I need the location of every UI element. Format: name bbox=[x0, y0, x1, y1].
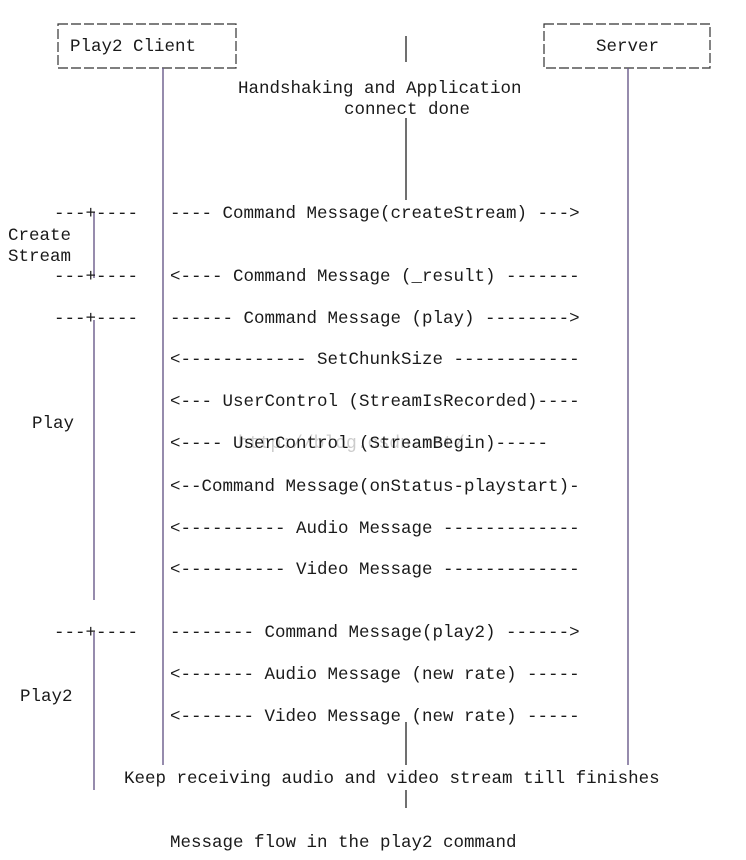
group-label-play: Play bbox=[32, 414, 74, 434]
figure-caption: Message flow in the play2 command bbox=[170, 833, 517, 853]
group-tick: ---+---- bbox=[54, 309, 138, 329]
message-stream-is-recorded: <--- UserControl (StreamIsRecorded)---- bbox=[170, 392, 580, 412]
group-brackets: ---+---- ---+---- ---+---- ---+---- bbox=[54, 204, 138, 790]
group-tick: ---+---- bbox=[54, 204, 138, 224]
message-play2: -------- Command Message(play2) ------> bbox=[170, 623, 580, 643]
messages: ---- Command Message(createStream) ---> … bbox=[170, 204, 580, 727]
note-handshake-line1: Handshaking and Application bbox=[238, 79, 522, 99]
server-participant: Server bbox=[543, 23, 711, 69]
note-keep-receiving: Keep receiving audio and video stream ti… bbox=[124, 769, 660, 789]
message-play: ------ Command Message (play) --------> bbox=[170, 309, 580, 329]
group-label-play2: Play2 bbox=[20, 687, 73, 707]
group-label-stream: Stream bbox=[8, 247, 71, 267]
note-handshake-line2: connect done bbox=[344, 100, 470, 120]
watermark: http://blog.csdn.net/ bbox=[238, 434, 465, 454]
server-label: Server bbox=[596, 37, 659, 57]
message-set-chunk-size: <------------ SetChunkSize ------------ bbox=[170, 350, 580, 370]
group-tick: ---+---- bbox=[54, 267, 138, 287]
message-audio-new-rate: <------- Audio Message (new rate) ----- bbox=[170, 665, 580, 685]
message-create-stream: ---- Command Message(createStream) ---> bbox=[170, 204, 580, 224]
message-stream-begin: <---- UserControl (StreamBegin)----- bbox=[170, 434, 548, 454]
client-participant: Play2 Client bbox=[57, 23, 237, 69]
message-video: <---------- Video Message ------------- bbox=[170, 560, 580, 580]
message-result: <---- Command Message (_result) ------- bbox=[170, 267, 580, 287]
group-label-create: Create bbox=[8, 226, 71, 246]
server-box bbox=[543, 23, 711, 69]
client-box bbox=[57, 23, 237, 69]
message-video-new-rate: <------- Video Message (new rate) ----- bbox=[170, 707, 580, 727]
client-label: Play2 Client bbox=[70, 37, 196, 57]
message-onstatus-playstart: <--Command Message(onStatus-playstart)- bbox=[170, 477, 580, 497]
message-audio: <---------- Audio Message ------------- bbox=[170, 519, 580, 539]
group-tick: ---+---- bbox=[54, 623, 138, 643]
